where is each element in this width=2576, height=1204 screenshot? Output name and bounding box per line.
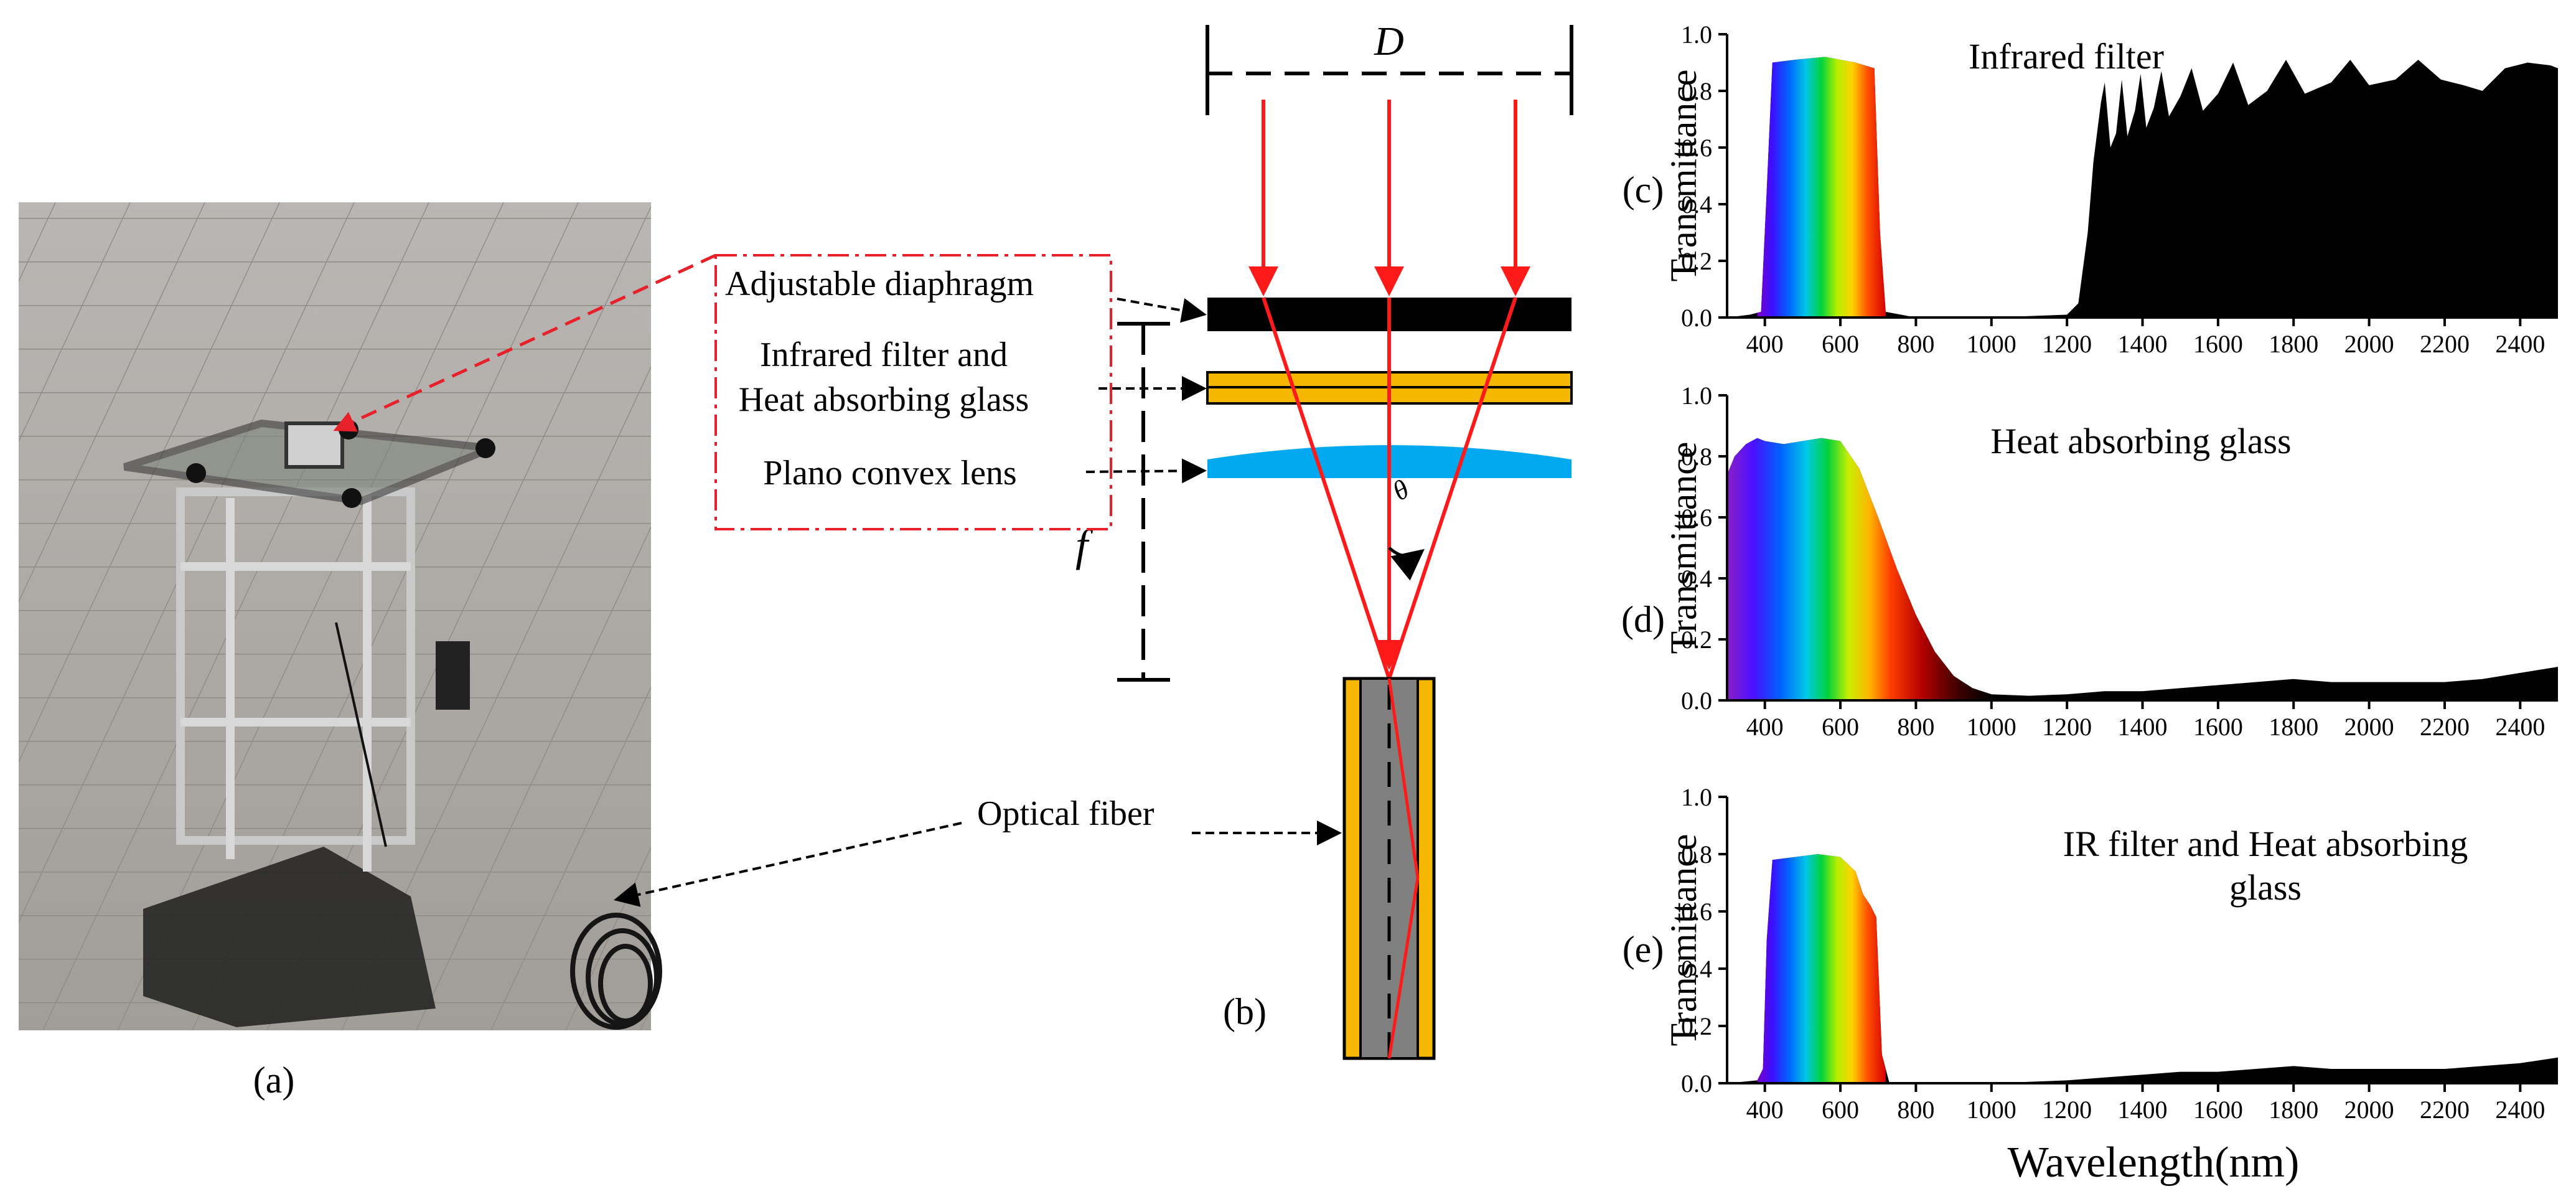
x-tick-label: 600 xyxy=(1822,330,1859,358)
x-tick-label: 600 xyxy=(1822,1096,1859,1124)
y-tick-label: 0.4 xyxy=(1681,955,1712,983)
panel-label-d: (d) xyxy=(1621,599,1665,640)
y-tick-label: 0.0 xyxy=(1681,687,1712,715)
x-tick-label: 1400 xyxy=(2118,713,2168,741)
x-tick-label: 800 xyxy=(1897,330,1934,358)
fiber-cable-coil xyxy=(570,913,662,1030)
y-axis-label: Transmittance xyxy=(1663,69,1704,281)
x-tick-label: 2400 xyxy=(2495,1096,2545,1124)
fiber-internal-ray xyxy=(1387,678,1420,1059)
y-tick-label: 0.4 xyxy=(1681,565,1712,593)
x-tick-label: 800 xyxy=(1897,1096,1934,1124)
x-tick-label: 2200 xyxy=(2420,330,2470,358)
x-tick-label: 2400 xyxy=(2495,330,2545,358)
x-tick-label: 1400 xyxy=(2118,330,2168,358)
photo-panel xyxy=(19,202,662,1030)
angle-label: θ xyxy=(1387,474,1414,507)
visible-spectrum-fill xyxy=(1727,438,1992,700)
device-diaphragm-housing xyxy=(284,421,344,469)
x-tick-label: 2400 xyxy=(2495,713,2545,741)
x-tick-label: 1000 xyxy=(1967,713,2016,741)
x-tick-label: 1200 xyxy=(2042,330,2092,358)
y-tick-label: 0.0 xyxy=(1681,304,1712,332)
fiber-cable xyxy=(335,622,387,847)
chart-combined: 0.0 0.2 0.4 0.6 0.8 1.0 400 600 800 1000 1200 1400 1… xyxy=(1663,783,2558,1124)
leader-arrows xyxy=(614,298,1342,907)
panel-label-e: (e) xyxy=(1623,929,1664,970)
label-diaphragm: Adjustable diaphragm xyxy=(725,265,1034,303)
converging-rays xyxy=(1262,297,1517,679)
incoming-rays xyxy=(1248,100,1530,296)
x-tick-label: 1400 xyxy=(2118,1096,2168,1124)
panel-label-c: (c) xyxy=(1623,169,1664,210)
x-tick-label: 1200 xyxy=(2042,713,2092,741)
y-tick-label: 0.8 xyxy=(1681,840,1712,868)
y-tick-label: 0.0 xyxy=(1681,1070,1712,1098)
component-callout-box xyxy=(714,254,1112,530)
chart-title: Heat absorbing glass xyxy=(1990,421,2291,461)
y-tick-label: 1.0 xyxy=(1681,21,1712,49)
x-tick-label: 2200 xyxy=(2420,1096,2470,1124)
photo-shadow xyxy=(143,847,436,1027)
y-tick-label: 1.0 xyxy=(1681,382,1712,410)
device-motor xyxy=(436,641,470,710)
x-tick-label: 1600 xyxy=(2193,713,2243,741)
x-tick-label: 400 xyxy=(1746,713,1784,741)
x-tick-label: 1200 xyxy=(2042,1096,2092,1124)
visible-spectrum-fill xyxy=(1757,854,1886,1083)
y-tick-label: 0.4 xyxy=(1681,190,1712,219)
chart-title: Infrared filter xyxy=(1969,36,2164,77)
panel-label-b: (b) xyxy=(1223,991,1267,1032)
x-tick-label: 400 xyxy=(1746,1096,1784,1124)
y-axis-label: Transmittance xyxy=(1663,834,1704,1046)
label-fiber: Optical fiber xyxy=(977,794,1155,833)
panel-label-a: (a) xyxy=(253,1060,295,1101)
optical-diagram: D θ f xyxy=(333,19,1573,1060)
x-tick-label: 1600 xyxy=(2193,330,2243,358)
label-filter-line1: Infrared filter and xyxy=(760,336,1008,374)
acceptance-angle-arc xyxy=(1388,547,1425,581)
x-axis-label: Wavelength(nm) xyxy=(2008,1139,2300,1187)
y-tick-label: 0.6 xyxy=(1681,504,1712,532)
label-filter-line2: Heat absorbing glass xyxy=(739,380,1029,419)
x-tick-label: 1000 xyxy=(1967,330,2016,358)
y-tick-label: 0.2 xyxy=(1681,1012,1712,1040)
y-tick-label: 0.8 xyxy=(1681,77,1712,105)
x-tick-label: 800 xyxy=(1897,713,1934,741)
x-tick-label: 2000 xyxy=(2344,330,2394,358)
y-tick-label: 0.2 xyxy=(1681,626,1712,654)
x-tick-label: 600 xyxy=(1822,713,1859,741)
chart-heat-absorbing-glass: 0.0 0.2 0.4 0.6 0.8 1.0 400 600 800 1000 1200 1400 1… xyxy=(1663,382,2558,741)
transmittance-area xyxy=(1727,57,2558,318)
label-lens: Plano convex lens xyxy=(763,454,1016,492)
x-tick-label: 2000 xyxy=(2344,1096,2394,1124)
x-tick-label: 2000 xyxy=(2344,713,2394,741)
y-tick-label: 0.2 xyxy=(1681,247,1712,275)
chart-title-line: glass xyxy=(2229,867,2302,908)
chart-infrared-filter: 0.0 0.2 0.4 0.6 0.8 1.0 400 600 800 1000 1200 1400 1… xyxy=(1663,21,2558,358)
y-tick-label: 0.8 xyxy=(1681,443,1712,471)
x-tick-label: 1800 xyxy=(2269,1096,2318,1124)
x-tick-label: 1600 xyxy=(2193,1096,2243,1124)
y-tick-label: 0.6 xyxy=(1681,134,1712,162)
x-tick-label: 2200 xyxy=(2420,713,2470,741)
visible-spectrum-fill xyxy=(1757,57,1886,317)
x-tick-label: 400 xyxy=(1746,330,1784,358)
chart-title-line: IR filter and Heat absorbing xyxy=(2063,824,2468,864)
y-axis-label: Transmittance xyxy=(1663,441,1704,654)
y-tick-label: 0.6 xyxy=(1681,898,1712,926)
x-tick-label: 1800 xyxy=(2269,330,2318,358)
y-tick-label: 1.0 xyxy=(1681,783,1712,811)
x-tick-label: 1000 xyxy=(1967,1096,2016,1124)
callout-pointer xyxy=(333,253,717,432)
x-tick-label: 1800 xyxy=(2269,713,2318,741)
aperture-label: D xyxy=(1374,19,1404,64)
